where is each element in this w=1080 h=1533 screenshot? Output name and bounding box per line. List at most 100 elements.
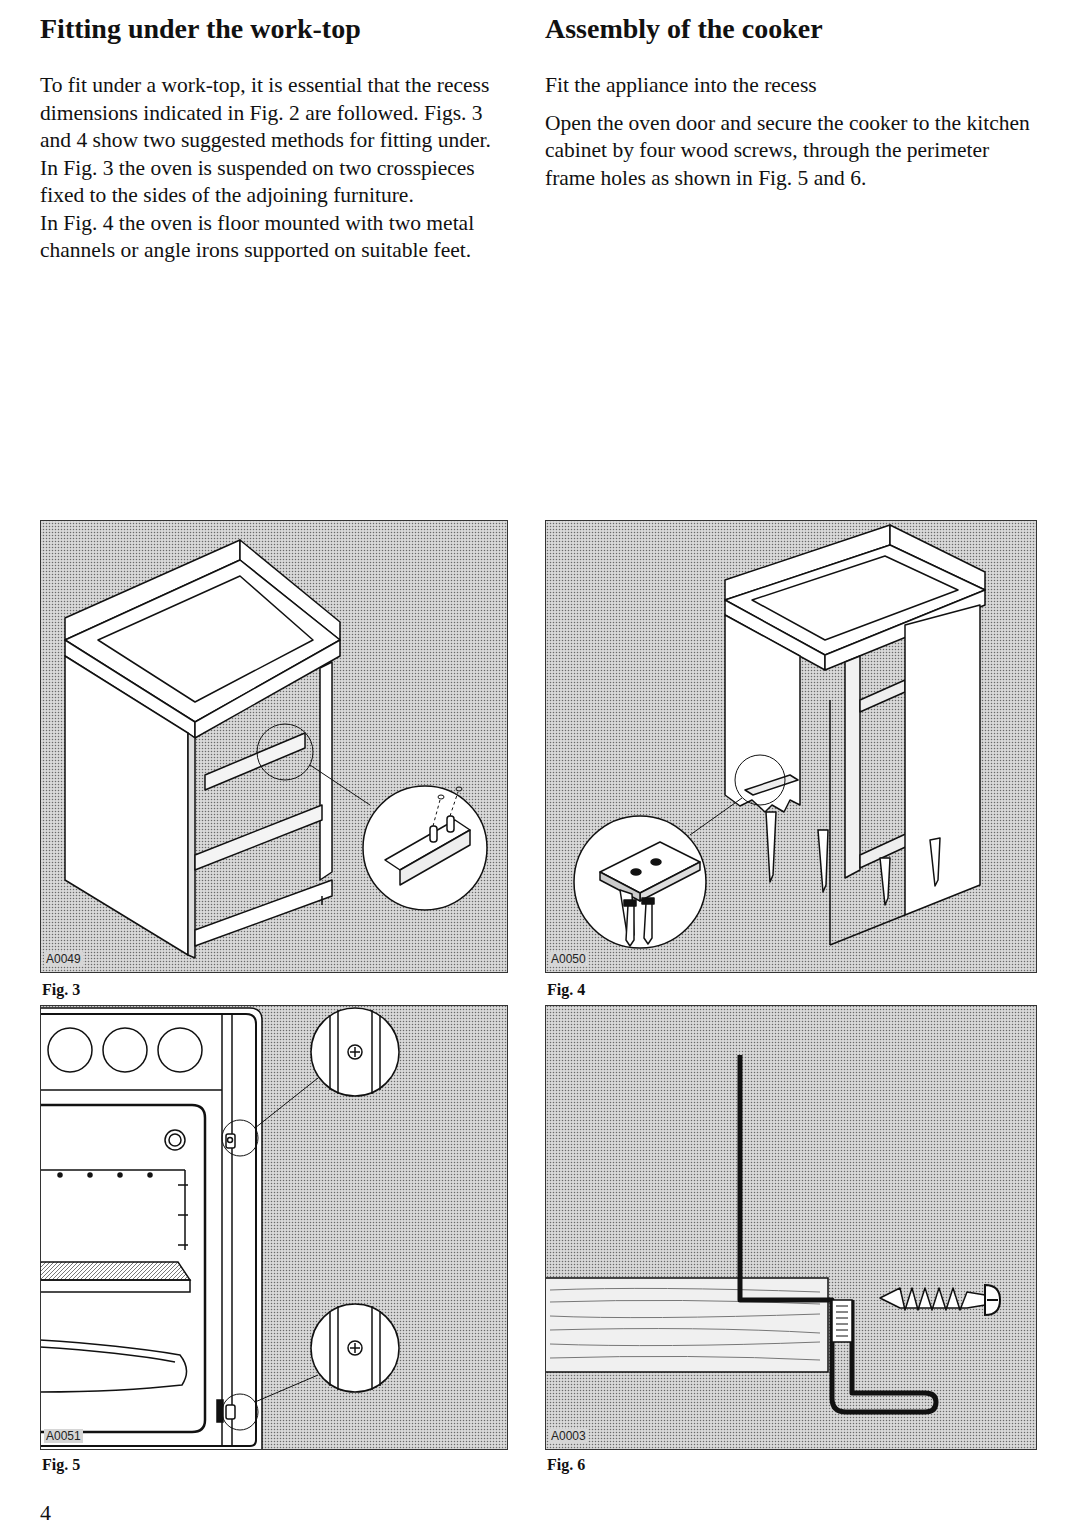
figure-panel: A0050 <box>545 520 1037 973</box>
cabinet-figure-part <box>735 755 785 805</box>
cabinet-figure-part <box>574 816 706 948</box>
cooker-figure-part <box>158 1028 202 1072</box>
figure-caption: Fig. 3 <box>42 981 80 999</box>
cooker-figure <box>40 1008 399 1450</box>
drawing-code: A0049 <box>44 952 83 966</box>
cooker-figure-part <box>222 1120 258 1156</box>
cooker-figure-part <box>255 1375 318 1402</box>
cooker-figure-part <box>311 1304 399 1392</box>
text-column: Assembly of the cookerFit the appliance … <box>545 12 1030 192</box>
cooker-figure-part <box>40 1014 256 1446</box>
cooker-figure-part <box>371 1010 373 1094</box>
cabinet-figure-part <box>600 872 640 901</box>
cabinet-figure-part <box>644 903 652 944</box>
panel-ground-part <box>545 520 1037 973</box>
cabinet-figure-part <box>257 724 313 780</box>
cabinet-figure-part <box>905 605 980 915</box>
cooker-figure-part <box>228 1138 233 1143</box>
fixing-section-figure-part <box>880 1288 985 1310</box>
figure-caption: Fig. 6 <box>547 1456 585 1474</box>
cooker-figure-part <box>226 1405 235 1419</box>
cooker-figure-part <box>222 1394 258 1430</box>
cooker-figure-part <box>118 1173 122 1177</box>
cabinet-figure-part <box>363 786 487 910</box>
section-heading: Assembly of the cooker <box>545 12 1030 46</box>
cabinet-figure-part <box>447 816 454 832</box>
cabinet-figure-part <box>930 838 940 886</box>
cabinet-figure-part <box>320 662 332 880</box>
body-paragraph: Fit the appliance into the recess <box>545 72 1030 100</box>
cooker-figure-part <box>226 1134 235 1148</box>
cabinet-figure-part <box>651 859 661 865</box>
fixing-section-figure-part <box>987 1299 998 1301</box>
drawing-code: A0003 <box>549 1429 588 1443</box>
cooker-figure-part <box>329 1311 331 1386</box>
cabinet-figure-part <box>624 900 636 906</box>
cooker-figure-part <box>231 1014 233 1446</box>
cabinet-figure <box>574 525 985 948</box>
fixing-section-figure-part <box>740 1055 936 1412</box>
body-paragraph: In Fig. 4 the oven is floor mounted with… <box>40 210 512 265</box>
section-heading: Fitting under the work-top <box>40 12 512 46</box>
cooker-figure-part <box>354 1047 356 1057</box>
cooker-figure-part <box>58 1173 62 1177</box>
cabinet-figure-part <box>188 733 195 958</box>
cooker-figure-part <box>329 1015 331 1090</box>
fixing-section-figure-part <box>985 1285 1000 1315</box>
cooker-figure-part <box>40 1105 205 1432</box>
cabinet-figure <box>65 540 487 958</box>
cooker-figure-part <box>169 1134 181 1146</box>
cabinet-figure-part <box>456 787 462 791</box>
cooker-figure-part <box>371 1306 373 1390</box>
cooker-figure-part <box>311 1008 399 1096</box>
cabinet-figure-part <box>642 898 654 904</box>
cabinet-figure-part <box>880 858 890 905</box>
figure-panel: A0003 <box>545 1005 1037 1450</box>
cabinet-figure-part <box>640 862 700 901</box>
fixing-section-figure <box>545 1055 1000 1412</box>
fixing-section-figure-part <box>832 1300 852 1342</box>
figure-caption: Fig. 5 <box>42 1456 80 1474</box>
cooker-figure-part <box>40 1340 187 1392</box>
cooker-figure-part <box>40 1169 185 1171</box>
cooker-figure-part <box>337 1010 339 1094</box>
cabinet-figure-part <box>725 615 800 812</box>
body-paragraph: To fit under a work-top, it is essential… <box>40 72 512 210</box>
figure-panel: A0049 <box>40 520 508 973</box>
cooker-figure-part <box>379 1311 381 1386</box>
cabinet-figure-part <box>438 795 444 799</box>
cabinet-figure-part <box>829 700 831 945</box>
fixing-section-figure-part <box>545 1278 828 1372</box>
drawing-code: A0050 <box>549 952 588 966</box>
cooker-figure-part <box>348 1341 362 1355</box>
cooker-figure-part <box>354 1343 356 1353</box>
cabinet-figure-part <box>830 915 905 945</box>
cabinet-figure-part <box>430 826 437 842</box>
cabinet-figure-part <box>205 733 305 790</box>
cooker-figure-part <box>40 1280 190 1292</box>
drawing-code: A0051 <box>44 1429 83 1443</box>
cabinet-figure-part <box>65 656 188 955</box>
page-number: 4 <box>40 1500 51 1526</box>
panel-ground-part <box>545 1005 1037 1450</box>
cabinet-figure-part <box>310 765 370 805</box>
figure-panel: A0051 <box>40 1005 508 1450</box>
cabinet-figure-part <box>321 896 323 905</box>
cabinet-figure-part <box>195 805 322 870</box>
body-paragraph: Open the oven door and secure the cooker… <box>545 110 1030 193</box>
cooker-figure-part <box>88 1173 92 1177</box>
cooker-figure-part <box>379 1015 381 1090</box>
cabinet-figure-part <box>845 656 860 878</box>
cooker-figure-part <box>103 1028 147 1072</box>
cabinet-figure-part <box>745 775 798 795</box>
cooker-figure-part <box>40 1089 222 1091</box>
cooker-figure-part <box>221 1014 223 1446</box>
cooker-figure-part <box>48 1028 92 1072</box>
cabinet-figure-part <box>860 680 905 712</box>
cooker-figure-part <box>337 1306 339 1390</box>
cabinet-figure-part <box>631 869 641 875</box>
cabinet-figure-part <box>195 640 340 738</box>
cabinet-figure-part <box>433 800 440 826</box>
cabinet-figure-part <box>818 830 828 892</box>
